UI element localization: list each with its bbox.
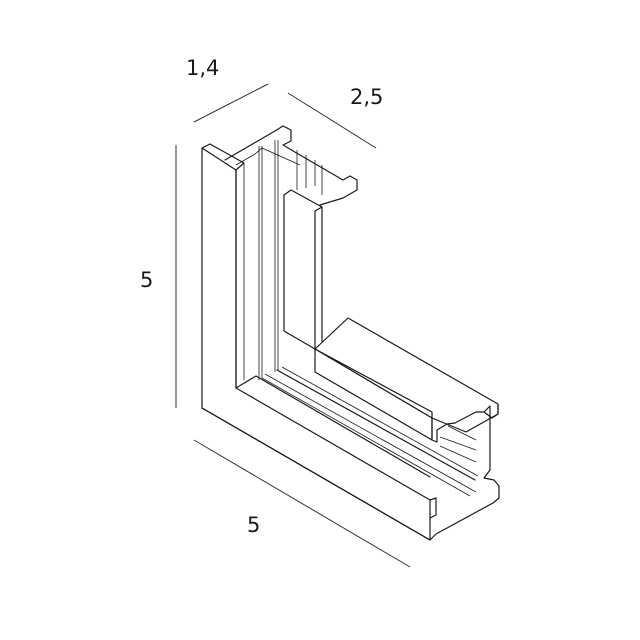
dimension-lines (175, 83, 411, 568)
dimension-line-length (193, 439, 411, 568)
dimension-label-length: 5 (247, 513, 261, 537)
dimension-line-depth (193, 83, 269, 123)
dimension-line-width (287, 92, 377, 149)
dimension-label-depth: 1,4 (186, 56, 220, 80)
l-profile-body (201, 125, 500, 541)
dimension-label-height: 5 (140, 268, 154, 292)
dimension-label-width: 2,5 (350, 85, 384, 109)
